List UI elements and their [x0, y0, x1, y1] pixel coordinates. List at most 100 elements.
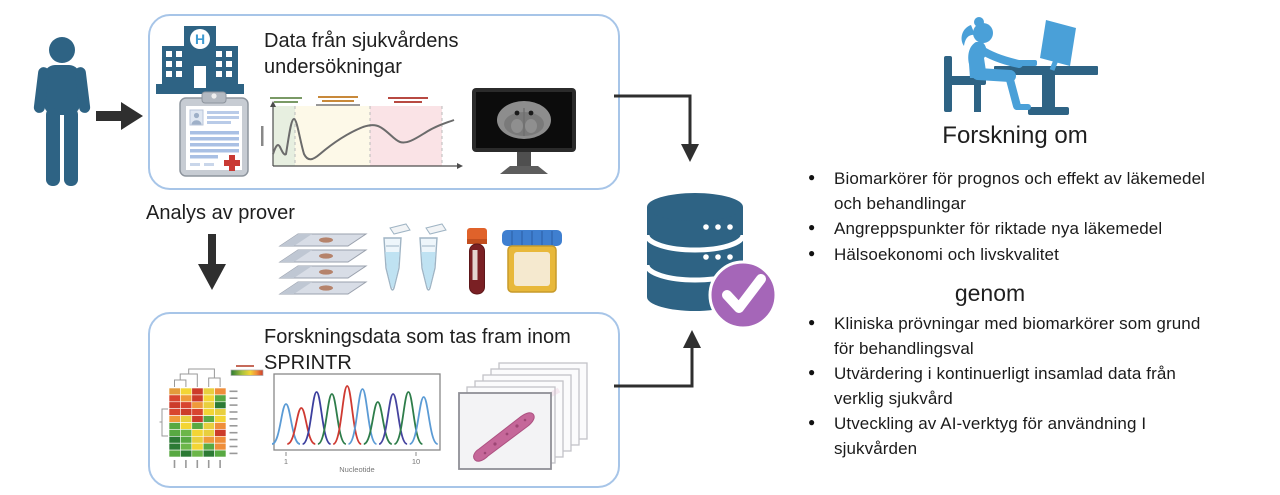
heatmap-grid	[168, 387, 227, 458]
list-item: ● Utveckling av AI-verktyg för användnin…	[806, 412, 1218, 461]
heatmap-cell	[214, 429, 227, 437]
heatmap-cell	[168, 394, 181, 403]
heatmap-cell	[202, 387, 215, 396]
database-icon	[644, 193, 778, 330]
heatmap-cell	[214, 394, 227, 403]
heatmap-cell	[180, 408, 193, 416]
heatmap-cell	[202, 449, 215, 458]
heatmap-cell	[191, 449, 204, 458]
hospital-icon: H	[156, 26, 244, 94]
list-item: ● Angreppspunkter för riktade nya läkeme…	[806, 217, 1218, 242]
heatmap-cell	[180, 422, 193, 430]
heatmap-row-labels	[229, 390, 238, 455]
heatmap-cell	[191, 422, 204, 430]
research-methods-list: ● Kliniska prövningar med biomarkörer so…	[806, 312, 1218, 462]
researcher-at-desk-icon	[944, 17, 1098, 115]
checkmark-badge-icon	[708, 260, 778, 330]
heatmap-cell	[214, 401, 227, 409]
microscope-slides-icon	[278, 233, 368, 295]
analysis-label: Analys av prover	[146, 202, 295, 224]
heatmap-cell	[191, 408, 204, 416]
heatmap-cell	[180, 415, 193, 423]
chromatogram-peak	[272, 403, 301, 445]
heatmap-cell	[180, 449, 193, 458]
heatmap-cell	[180, 442, 193, 451]
heatmap-cell	[202, 408, 215, 416]
heatmap-cell	[202, 394, 215, 403]
chromatogram-peak	[302, 391, 332, 445]
bullet-icon: ●	[808, 220, 816, 234]
blood-tube-icon	[467, 228, 487, 295]
medical-record-clipboard-icon	[179, 91, 249, 177]
chromatogram-peak	[332, 385, 363, 445]
heatmap-cell	[191, 429, 204, 437]
heatmap-cell	[168, 401, 181, 409]
disease-progression-chart	[261, 96, 463, 169]
list-item: ● Hälsoekonomi och livskvalitet	[806, 243, 1218, 268]
bullet-text: Utvärdering i kontinuerligt insamlad dat…	[834, 364, 1176, 408]
connector-bottom-arrow	[614, 330, 701, 388]
bullet-icon: ●	[808, 315, 816, 329]
heatmap-cell	[214, 408, 227, 416]
list-item: ● Utvärdering i kontinuerligt insamlad d…	[806, 362, 1218, 411]
heatmap-cell	[191, 442, 204, 451]
heatmap-cell	[168, 442, 181, 451]
connector-top-arrow	[614, 94, 699, 162]
heatmap-cell	[180, 429, 193, 437]
bullet-icon: ●	[808, 365, 816, 379]
heatmap-cell	[168, 436, 181, 444]
heatmap-cell	[191, 415, 204, 423]
histology-slides-icon	[458, 362, 588, 470]
bullet-text: Hälsoekonomi och livskvalitet	[834, 244, 1059, 264]
heatmap-cell	[202, 442, 215, 451]
chromatogram-peak	[286, 407, 316, 445]
heatmap-cell	[168, 429, 181, 437]
red-cross-icon	[224, 155, 240, 171]
heatmap-cell	[180, 436, 193, 444]
heatmap-cell	[168, 415, 181, 423]
heatmap-cell	[202, 436, 215, 444]
heatmap-cell	[214, 387, 227, 396]
bullet-icon: ●	[808, 415, 816, 429]
heatmap-cell	[214, 449, 227, 458]
mini-label-marks	[261, 96, 428, 146]
research-topics-list: ● Biomarkörer för prognos och effekt av …	[806, 167, 1218, 268]
heatmap-cell	[202, 429, 215, 437]
heatmap-cell	[214, 415, 227, 423]
bullet-text: Biomarkörer för prognos och effekt av lä…	[834, 169, 1206, 213]
scale-label-mark	[236, 365, 254, 367]
bullet-text: Angreppspunkter för riktade nya läkemede…	[834, 219, 1163, 238]
heatmap-cell	[168, 449, 181, 458]
heatmap-cell	[191, 387, 204, 396]
heatmap-cell	[214, 436, 227, 444]
heatmap-cell	[214, 442, 227, 451]
healthcare-data-title: Data från sjukvårdens undersökningar	[264, 30, 459, 78]
bullet-icon: ●	[808, 170, 816, 184]
chromatogram-peak	[317, 393, 347, 445]
chromatogram-peak	[363, 401, 393, 445]
heatmap-cell	[168, 408, 181, 416]
heatmap-cell	[202, 401, 215, 409]
chromatogram-xlabel: Nucleotide	[339, 465, 374, 474]
bullet-icon: ●	[808, 245, 816, 260]
research-data-title: Forskningsdata som tas fram inom SPRINTR	[264, 326, 571, 374]
heatmap-color-scale	[230, 369, 264, 376]
urine-sample-cup-icon	[502, 230, 562, 293]
chromatogram-tick-last: 10	[412, 457, 420, 466]
right-panel-title: Forskning om	[942, 122, 1088, 149]
chromatogram-tick-first: 1	[284, 457, 288, 466]
chromatogram-peaks	[272, 385, 439, 445]
arrow-right-icon	[96, 102, 143, 130]
heatmap-cell	[214, 422, 227, 430]
list-item: ● Biomarkörer för prognos och effekt av …	[806, 167, 1218, 216]
heatmap-chart	[159, 365, 264, 468]
bullet-text: Utveckling av AI-verktyg för användning …	[834, 414, 1147, 458]
list-item: ● Kliniska prövningar med biomarkörer so…	[806, 312, 1218, 361]
heatmap-cell	[202, 422, 215, 430]
heatmap-cell	[191, 436, 204, 444]
chromatogram-chart: 1 10 Nucleotide	[272, 373, 441, 474]
heatmap-cell	[168, 387, 181, 396]
heatmap-cell	[180, 401, 193, 409]
brain-scan-monitor-icon	[472, 88, 576, 174]
